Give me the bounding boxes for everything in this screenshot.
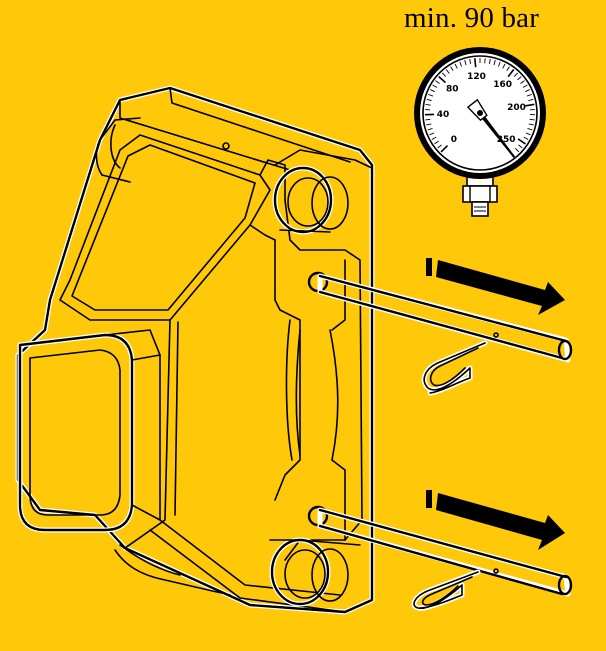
gauge-tick (517, 138, 526, 145)
gauge-scale: 0 40 80 120 160 200 250 (437, 72, 526, 145)
gauge-scale-label: 120 (467, 72, 486, 82)
gauge-scale-label: 200 (507, 103, 526, 113)
gauge-tick (440, 144, 449, 153)
brake-caliper-icon (15, 85, 375, 615)
gauge-tick (507, 69, 515, 78)
gauge-tick (488, 58, 491, 64)
gauge-tick (513, 72, 518, 77)
gauge-tick (523, 136, 529, 140)
gauge-tick (506, 66, 510, 72)
gauge-tick (497, 61, 501, 67)
gauge-scale-label: 0 (451, 135, 457, 145)
gauge-tick (431, 136, 437, 140)
gauge-tick (425, 103, 431, 106)
spring-clip-icon (411, 569, 481, 611)
guide-pin-icon (317, 273, 573, 363)
spring-clip-icon (421, 340, 488, 396)
gauge-scale-label: 80 (446, 85, 459, 95)
gauge-tick (525, 132, 531, 136)
gauge-tick (430, 89, 435, 93)
gauge-tick (515, 148, 520, 153)
gauge-tick (426, 123, 432, 126)
gauge-tick (435, 80, 440, 84)
gauge-tick (442, 72, 447, 77)
guide-pin-icon (317, 507, 573, 597)
gauge-tick (518, 144, 523, 149)
gauge-tick (527, 128, 533, 131)
gauge-tick (438, 76, 447, 84)
gauge-tick (450, 66, 454, 72)
gauge-tick (522, 84, 528, 88)
gauge-tick (526, 93, 532, 97)
gauge-tick (517, 76, 522, 81)
gauge-tick (528, 123, 534, 126)
gauge-tick (493, 60, 496, 66)
gauge-scale-label: 160 (493, 80, 512, 90)
gauge-tick (469, 58, 472, 64)
pressure-gauge-icon: 0 40 80 120 160 200 250 (414, 47, 546, 217)
gauge-tick (528, 98, 534, 102)
pull-arrow-icon (426, 490, 565, 550)
gauge-tick (520, 80, 525, 84)
gauge-tick (434, 140, 439, 145)
pull-arrow-icon (426, 258, 565, 315)
gauge-tick (437, 144, 442, 149)
gauge-ticks (425, 58, 535, 153)
gauge-tick (464, 60, 467, 66)
gauge-tick (454, 63, 458, 69)
gauge-scale-label: 250 (497, 135, 516, 145)
pressure-instruction: min. 90 bar (404, 2, 540, 34)
gauge-tick (425, 118, 431, 121)
gauge-tick (502, 63, 506, 69)
gauge-tick (432, 84, 438, 88)
gauge-tick (525, 103, 535, 107)
gauge-tick (459, 61, 463, 67)
gauge-tick (428, 93, 434, 97)
gauge-tick (427, 128, 433, 131)
gauge-tick (426, 98, 432, 102)
gauge-scale-label: 40 (437, 110, 450, 120)
gauge-tick (429, 132, 435, 136)
gauge-tick (474, 58, 477, 68)
gauge-tick (445, 69, 450, 74)
gauge-tick (525, 89, 530, 93)
gauge-tick (529, 118, 535, 121)
